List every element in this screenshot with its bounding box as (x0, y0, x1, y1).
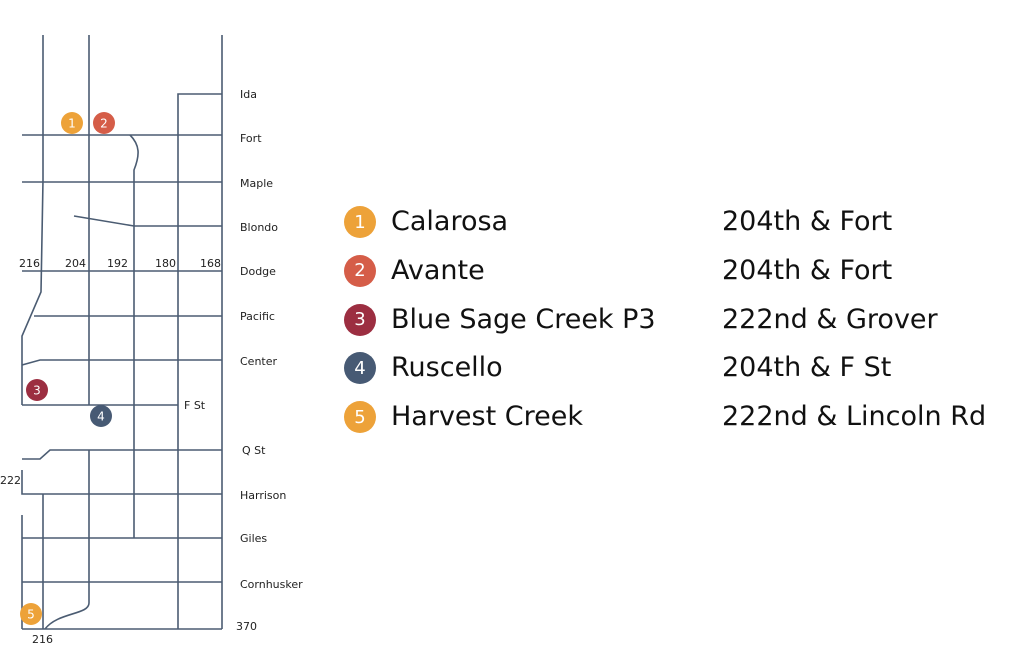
street-label-cornhusker: Cornhusker (240, 578, 303, 591)
map-pins: 1 2 3 4 5 (20, 112, 115, 625)
avenue-label-168: 168 (200, 257, 221, 270)
street-label-maple: Maple (240, 177, 273, 190)
map-pin-3[interactable]: 3 (26, 379, 48, 401)
road-q-st (22, 449, 222, 460)
street-label-fort: Fort (240, 132, 262, 145)
legend-address: 222nd & Grover (722, 303, 938, 335)
legend-item-1[interactable]: 1 Calarosa 204th & Fort (344, 201, 1014, 250)
svg-text:1: 1 (68, 117, 76, 131)
legend-badge-4: 4 (344, 352, 376, 385)
legend-badge-5: 5 (344, 401, 376, 433)
legend-name: Harvest Creek (391, 401, 583, 432)
road-ida (177, 93, 222, 135)
avenue-label-216-bottom: 216 (32, 633, 53, 646)
avenue-label-192: 192 (107, 257, 128, 270)
legend-name: Avante (391, 254, 485, 286)
street-label-blondo: Blondo (240, 221, 278, 234)
legend-item-5[interactable]: 5 Harvest Creek 222nd & Lincoln Rd (344, 396, 1014, 445)
map-pin-1[interactable]: 1 (61, 112, 83, 134)
avenue-label-180: 180 (155, 257, 176, 270)
street-label-f-st: F St (184, 399, 206, 412)
street-label-giles: Giles (240, 532, 267, 545)
community-legend: 1 Calarosa 204th & Fort 2 Avante 204th &… (344, 201, 1014, 445)
legend-name: Blue Sage Creek P3 (391, 303, 656, 335)
street-label-harrison: Harrison (240, 489, 286, 502)
svg-text:4: 4 (97, 410, 105, 424)
legend-name: Ruscello (391, 352, 503, 384)
legend-name: Calarosa (391, 206, 509, 237)
street-label-ida: Ida (240, 88, 257, 101)
road-network (21, 35, 223, 630)
street-label-dodge: Dodge (240, 265, 276, 278)
road-center (21, 359, 222, 366)
road-harrison (21, 470, 222, 495)
legend-address: 204th & F St (722, 352, 892, 384)
road-204-south (44, 450, 90, 630)
road-216 (21, 35, 44, 405)
legend-address: 204th & Fort (722, 254, 893, 286)
legend-item-2[interactable]: 2 Avante 204th & Fort (344, 250, 1014, 299)
map-pin-5[interactable]: 5 (20, 603, 42, 625)
legend-badge-3: 3 (344, 303, 376, 336)
svg-text:5: 5 (27, 608, 35, 622)
svg-text:2: 2 (100, 117, 108, 131)
road-blondo (73, 215, 222, 227)
avenue-label-204: 204 (65, 257, 86, 270)
avenue-label-216: 216 (19, 257, 40, 270)
legend-address: 204th & Fort (722, 206, 893, 237)
road-192 (129, 134, 139, 538)
map-pin-2[interactable]: 2 (93, 112, 115, 134)
street-labels: Ida Fort Maple Blondo Dodge Pacific Cent… (0, 88, 303, 646)
street-label-center: Center (240, 355, 278, 368)
street-label-q-st: Q St (242, 444, 266, 457)
legend-item-4[interactable]: 4 Ruscello 204th & F St (344, 347, 1014, 396)
legend-badge-2: 2 (344, 254, 376, 287)
legend-badge-1: 1 (344, 206, 376, 238)
svg-text:3: 3 (33, 384, 41, 398)
map-pin-4[interactable]: 4 (90, 405, 112, 427)
legend-address: 222nd & Lincoln Rd (722, 401, 987, 432)
street-label-370: 370 (236, 620, 257, 633)
street-map: Ida Fort Maple Blondo Dodge Pacific Cent… (0, 35, 303, 646)
avenue-label-222: 222 (0, 474, 21, 487)
legend-item-3[interactable]: 3 Blue Sage Creek P3 222nd & Grover (344, 299, 1014, 348)
street-label-pacific: Pacific (240, 310, 275, 323)
